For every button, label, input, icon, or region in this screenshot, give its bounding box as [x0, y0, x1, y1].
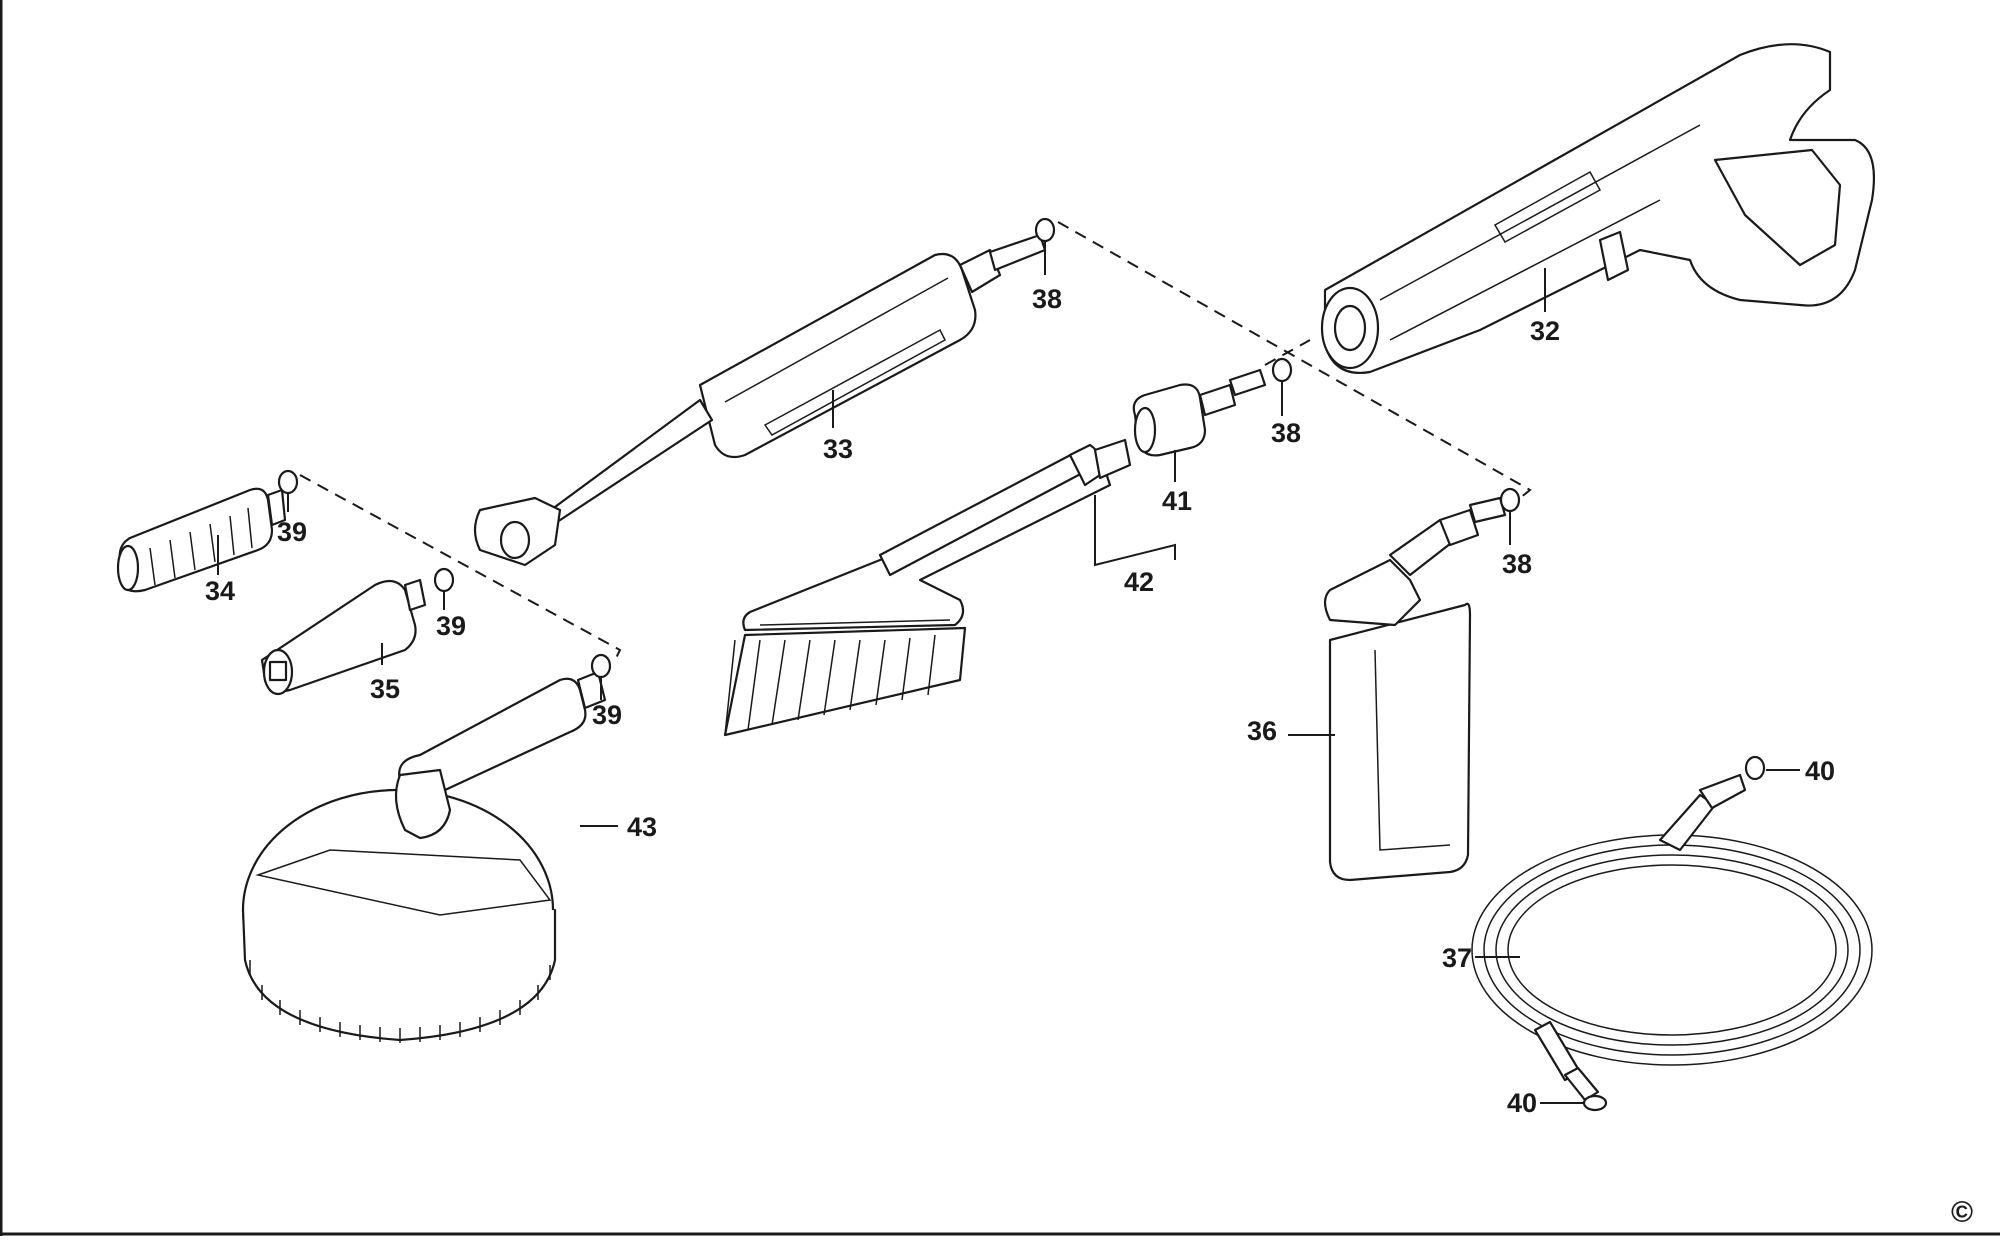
wash-brush-part	[723, 368, 1267, 737]
part-label: 35	[370, 674, 400, 704]
spray-gun-part	[1320, 43, 1876, 374]
o-ring-39-bottom	[590, 653, 612, 679]
part-label: 32	[1530, 316, 1560, 346]
copyright-symbol: ©	[1951, 1196, 1973, 1229]
part-label: 40	[1805, 756, 1835, 786]
part-label: 36	[1247, 716, 1277, 746]
o-rings	[277, 217, 1766, 1112]
part-label: 39	[436, 611, 466, 641]
part-label: 43	[627, 812, 657, 842]
part-label: 39	[277, 517, 307, 547]
part-label: 42	[1124, 567, 1154, 597]
assembly-lines	[299, 221, 1532, 661]
patio-cleaner-part	[241, 670, 607, 1043]
part-label: 34	[205, 576, 235, 606]
o-ring-38-top	[1034, 217, 1056, 243]
detergent-bottle-part	[1323, 496, 1507, 882]
lance-part	[473, 233, 1047, 567]
part-label: 37	[1442, 943, 1472, 973]
part-label: 40	[1507, 1088, 1537, 1118]
part-label: 39	[592, 700, 622, 730]
part-label: 38	[1271, 418, 1301, 448]
o-ring-40-bottom	[1582, 1094, 1608, 1112]
o-ring-39-mid	[433, 567, 455, 593]
rotary-nozzle-part	[116, 487, 287, 593]
o-ring-39-top	[277, 469, 299, 495]
variable-nozzle-part	[260, 578, 427, 696]
o-ring-38-bottom	[1499, 487, 1521, 513]
hose-part	[1471, 773, 1873, 1102]
part-label: 38	[1502, 549, 1532, 579]
part-label: 33	[823, 434, 853, 464]
o-ring-40-top	[1744, 755, 1766, 781]
o-ring-38-mid	[1271, 357, 1293, 383]
part-label: 41	[1162, 486, 1192, 516]
leader-lines	[217, 242, 1800, 1104]
part-labels: 32 33 34 35 36 37 38 38 38 39 39 39 40 4…	[205, 284, 1835, 1118]
part-label: 38	[1032, 284, 1062, 314]
